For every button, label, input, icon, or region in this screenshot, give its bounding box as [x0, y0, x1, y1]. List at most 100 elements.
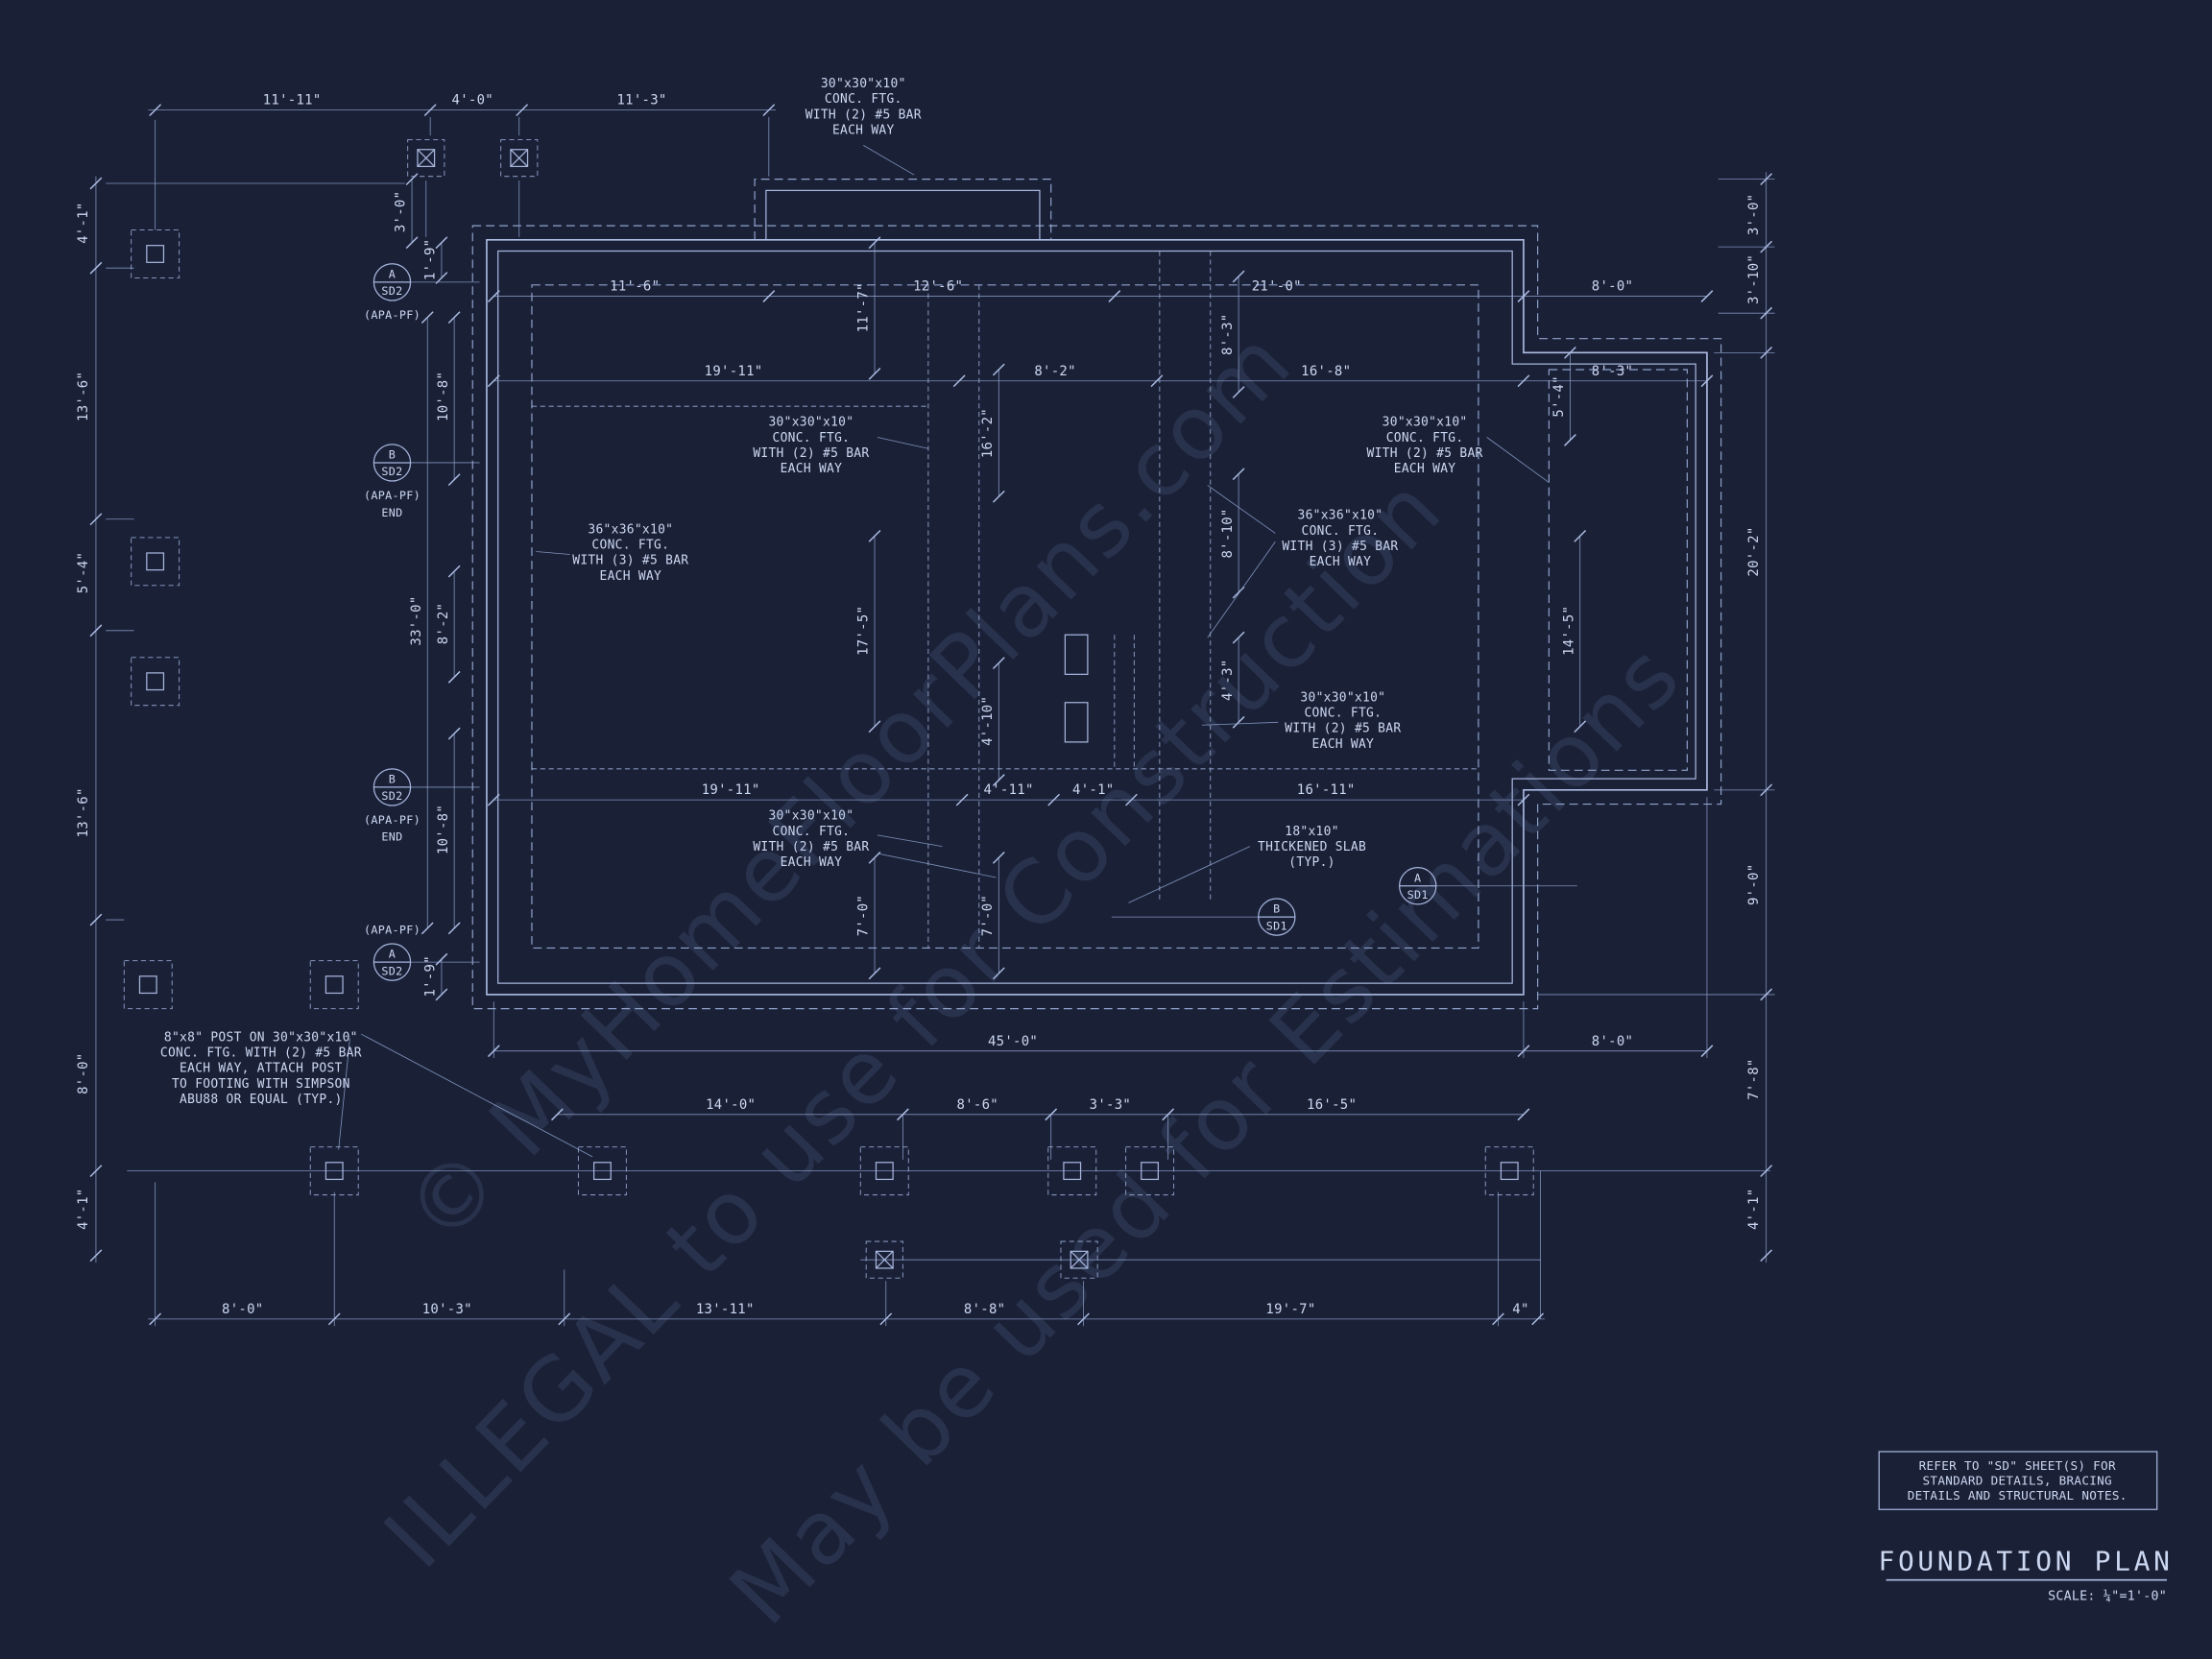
- dim-label: 4": [1512, 1302, 1528, 1317]
- dim-label: 4'-1": [76, 202, 91, 243]
- dim-label: 1'-9": [423, 239, 439, 280]
- dim-label: 16'-8": [1301, 364, 1351, 379]
- note-line: CONC. FTG. WITH (2) #5 BAR: [160, 1046, 362, 1061]
- note-box-line: REFER TO "SD" SHEET(S) FOR: [1919, 1458, 2116, 1473]
- dim-label: 45'-0": [988, 1034, 1038, 1049]
- detail-callout: B SD1: [1258, 898, 1296, 936]
- note-box-line: DETAILS AND STRUCTURAL NOTES.: [1908, 1488, 2128, 1503]
- callout-letter: A: [1414, 871, 1421, 884]
- note-line: 30"x30"x10": [768, 809, 854, 824]
- dim-label: 3'-10": [1746, 254, 1762, 304]
- callout-sub: (APA-PF): [364, 489, 421, 502]
- note-line: EACH WAY: [1310, 555, 1372, 569]
- callout-sub: (APA-PF): [364, 813, 421, 827]
- note-line: CONC. FTG.: [773, 825, 851, 839]
- dim-label: 13'-11": [696, 1302, 755, 1317]
- dim-label: 10'-8": [436, 805, 451, 854]
- note-line: EACH WAY: [1394, 462, 1456, 476]
- dim-label: 4'-1": [76, 1189, 91, 1230]
- note-line: CONC. FTG.: [825, 92, 902, 107]
- note-line: EACH WAY: [781, 855, 843, 870]
- dim-label: 4'-1": [1072, 782, 1114, 798]
- note-line: WITH (2) #5 BAR: [753, 446, 869, 461]
- dim-label: 8'-6": [957, 1097, 998, 1113]
- callout-letter: A: [389, 948, 396, 961]
- dim-label: 8'-2": [436, 603, 451, 644]
- note-line: WITH (3) #5 BAR: [1282, 540, 1398, 554]
- callout-sheet: SD2: [381, 964, 402, 977]
- dim-label: 11'-3": [617, 93, 667, 108]
- note-line: 8"x8" POST ON 30"x30"x10": [164, 1030, 358, 1045]
- dim-label: 8'-8": [964, 1302, 1005, 1317]
- dim-label: 11'-7": [856, 282, 872, 332]
- dim-label: 5'-4": [1551, 375, 1567, 417]
- dim-label: 8'-3": [1220, 314, 1236, 355]
- note-line: CONC. FTG.: [591, 539, 669, 553]
- dim-label: 14'-5": [1561, 606, 1576, 656]
- dim-label: 3'-3": [1090, 1097, 1131, 1113]
- note-line: WITH (3) #5 BAR: [572, 554, 688, 568]
- note-line: CONC. FTG.: [773, 431, 851, 445]
- callout-letter: B: [1273, 902, 1280, 916]
- dim-label: 20'-2": [1746, 526, 1762, 576]
- note-line: EACH WAY: [832, 124, 895, 138]
- dim-label: 8'-0": [1592, 279, 1633, 295]
- dim-label: 19'-7": [1265, 1302, 1315, 1317]
- dimension-extension-lines: [95, 109, 1775, 1327]
- note-line: TO FOOTING WITH SIMPSON: [172, 1077, 350, 1092]
- dim-label: 16'-2": [980, 408, 996, 458]
- dim-label: 13'-6": [76, 372, 91, 421]
- dim-label: 3'-0": [394, 191, 409, 232]
- dim-label: 12'-6": [913, 279, 963, 295]
- dim-label: 19'-11": [702, 782, 760, 798]
- dim-label: 10'-3": [422, 1302, 472, 1317]
- note-line: EACH WAY: [781, 462, 843, 476]
- note-line: 18"x10": [1285, 825, 1339, 839]
- callout-sheet: SD2: [381, 465, 402, 478]
- dim-label: 8'-3": [1592, 364, 1633, 379]
- note-line: EACH WAY: [600, 569, 662, 584]
- dim-label: 4'-10": [980, 696, 996, 746]
- note-box: [1878, 1451, 2158, 1510]
- note-line: 30"x30"x10": [1382, 416, 1468, 430]
- dim-label: 1'-9": [423, 955, 439, 997]
- dim-label: 14'-0": [706, 1097, 756, 1113]
- dim-label: 11'-6": [610, 279, 660, 295]
- dim-label: 4'-11": [984, 782, 1034, 798]
- detail-callout: (APA-PF) A SD2: [364, 924, 421, 981]
- note-line: THICKENED SLAB: [1258, 840, 1366, 854]
- leader-lines: [338, 144, 1577, 1158]
- dim-label: 4'-0": [452, 93, 493, 108]
- dim-label: 8'-2": [1034, 364, 1075, 379]
- callout-sheet: SD1: [1407, 888, 1429, 902]
- callout-sub: (APA-PF): [364, 924, 421, 937]
- dim-label: 19'-11": [705, 364, 763, 379]
- detail-callout: A SD1: [1399, 867, 1437, 905]
- dim-label: 8'-0": [76, 1052, 91, 1094]
- dim-label: 4'-3": [1220, 660, 1236, 701]
- note-line: EACH WAY, ATTACH POST: [180, 1062, 343, 1076]
- callout-letter: A: [389, 267, 396, 280]
- dim-label: 17'-5": [856, 606, 872, 656]
- callout-sheet: SD1: [1266, 919, 1287, 932]
- footing-dashed-lines: [471, 179, 1722, 1010]
- note-line: 36"x36"x10": [588, 522, 673, 537]
- callout-sub: END: [381, 506, 402, 519]
- dim-label: 21'-0": [1252, 279, 1302, 295]
- note-line: ABU88 OR EQUAL (TYP.): [180, 1093, 343, 1107]
- note-line: 30"x30"x10": [768, 416, 854, 430]
- note-line: WITH (2) #5 BAR: [753, 840, 869, 854]
- dim-label: 7'-0": [980, 895, 996, 936]
- dim-label: 9'-0": [1746, 864, 1762, 905]
- dim-label: 8'-0": [1592, 1034, 1633, 1049]
- wall-lines: [486, 189, 1708, 996]
- note-line: WITH (2) #5 BAR: [1285, 722, 1401, 736]
- note-line: 30"x30"x10": [821, 77, 906, 91]
- dim-label: 7'-0": [856, 895, 872, 936]
- dim-label: 5'-4": [76, 552, 91, 593]
- dim-label: 33'-0": [409, 595, 424, 645]
- note-line: 36"x36"x10": [1298, 509, 1383, 523]
- dim-label: 16'-11": [1297, 782, 1356, 798]
- detail-callout: B SD2 (APA-PF) END: [364, 768, 421, 844]
